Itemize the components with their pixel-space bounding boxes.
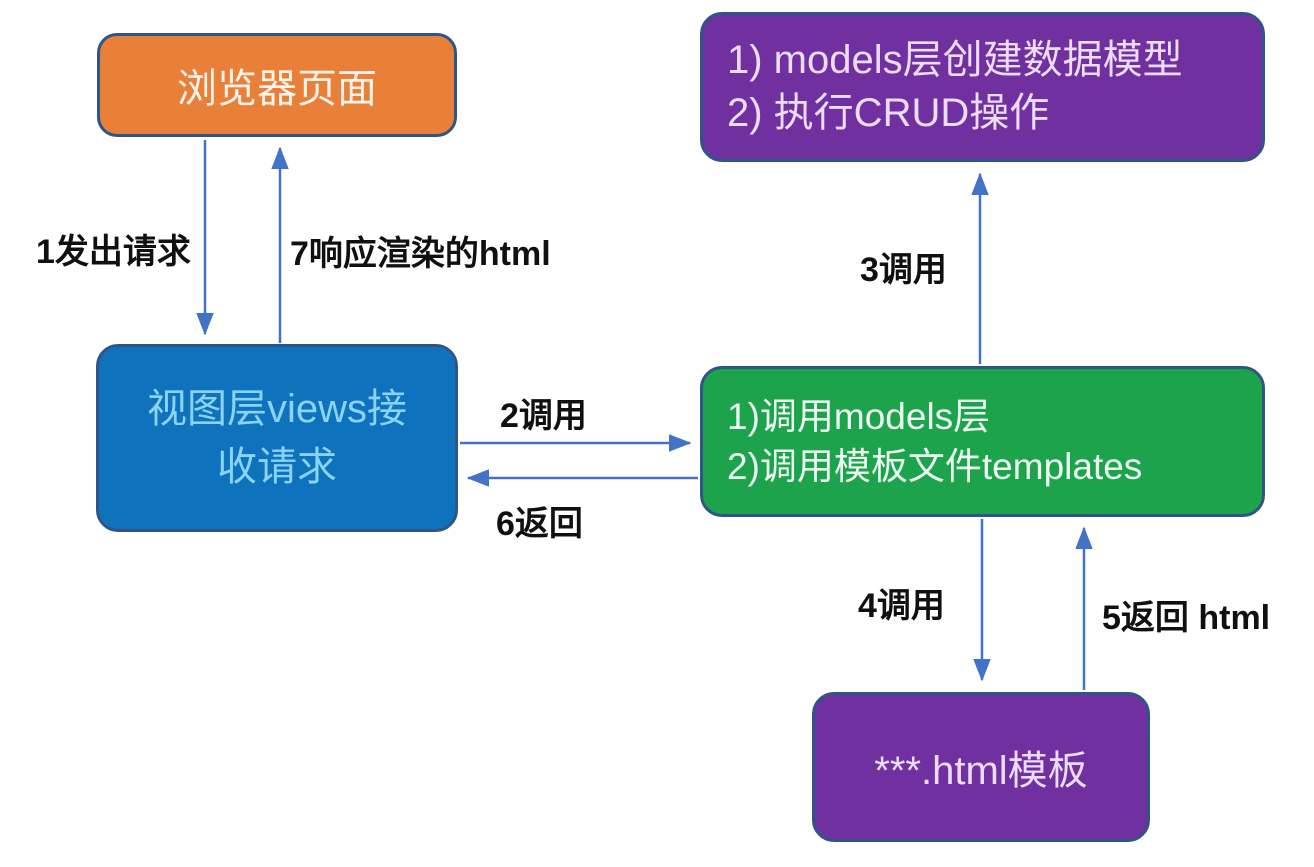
node-html-template: ***.html模板 [812, 692, 1150, 842]
node-models-line1: 1) models层创建数据模型 [727, 38, 1183, 83]
node-browser-label: 浏览器页面 [177, 67, 377, 111]
node-controller-actions: 1)调用models层 2)调用模板文件templates [700, 366, 1265, 517]
edge-label-6-return: 6返回 [496, 505, 583, 543]
node-views-layer: 视图层views接收请求 [96, 344, 458, 532]
edge-label-2-call: 2调用 [500, 397, 587, 435]
node-controller-line1: 1)调用models层 [727, 395, 991, 437]
edge-label-7-respond-html: 7响应渲染的html [290, 235, 551, 273]
edge-label-3-call: 3调用 [860, 251, 947, 289]
edge-label-4-call: 4调用 [858, 587, 945, 625]
node-controller-line2: 2)调用模板文件templates [727, 445, 1143, 487]
node-views-label: 视图层views接收请求 [146, 387, 408, 489]
edge-label-1-send-request: 1发出请求 [36, 233, 191, 271]
node-browser-page: 浏览器页面 [97, 33, 457, 137]
node-template-label: ***.html模板 [874, 749, 1088, 793]
node-models-line2: 2) 执行CRUD操作 [727, 91, 1050, 135]
edge-label-5-return-html: 5返回 html [1102, 599, 1271, 637]
node-models-layer: 1) models层创建数据模型 2) 执行CRUD操作 [700, 12, 1265, 162]
